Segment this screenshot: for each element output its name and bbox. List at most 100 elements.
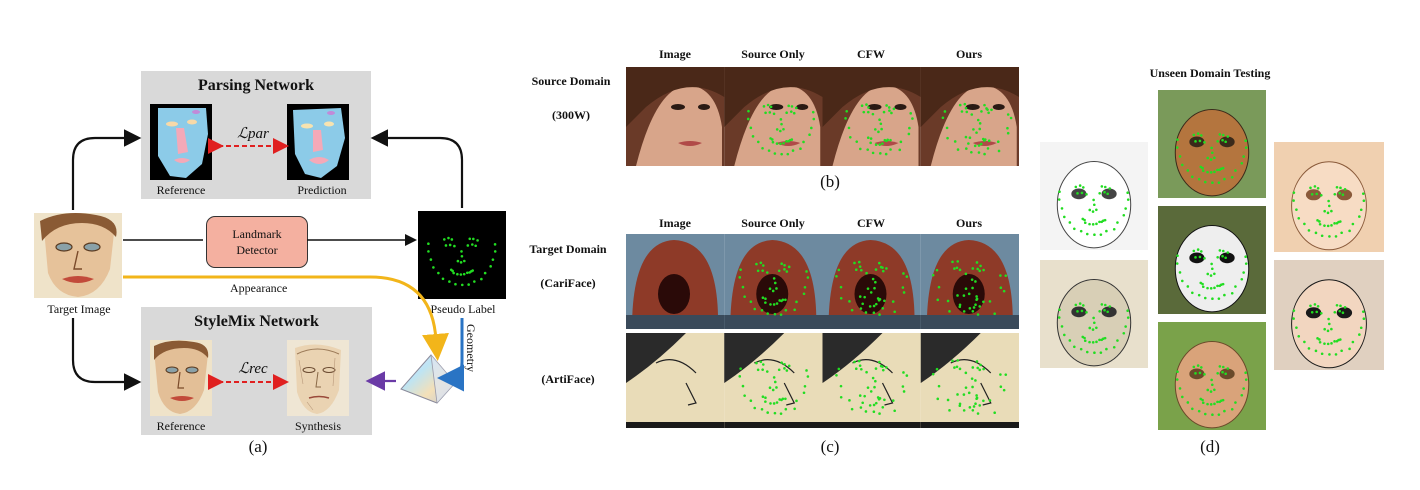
b-tile-hair: [724, 67, 823, 127]
b-landmark-dot: [953, 140, 957, 143]
c-landmark-dot: [873, 385, 876, 389]
c-landmark-dot: [766, 312, 769, 315]
d-landmark-dot: [1221, 365, 1225, 369]
d-landmark-dot: [1362, 199, 1366, 202]
b-landmark-dot: [877, 130, 880, 134]
d-landmark-dot: [1211, 267, 1214, 271]
d-landmark-dot: [1206, 402, 1209, 406]
c-landmark-dot: [806, 375, 810, 378]
c-landmark-dot: [971, 309, 975, 313]
c-landmark-dot: [777, 368, 781, 372]
d-landmark-dot: [1221, 133, 1225, 137]
c-landmark-dot: [861, 302, 864, 306]
b-landmark-dot: [970, 150, 973, 154]
d-landmark-dot: [1323, 342, 1326, 345]
panel-d-caption: (d): [1200, 437, 1220, 456]
b-landmark-dot: [867, 106, 870, 109]
b-landmark-dot: [976, 118, 980, 122]
d-landmark-dot: [1074, 185, 1078, 189]
d-landmark-dot: [1213, 170, 1216, 174]
c-landmark-dot: [883, 398, 886, 402]
d-landmark-dot: [1209, 390, 1213, 393]
d-landmark-dot: [1206, 272, 1210, 276]
c-landmark-dot: [866, 287, 870, 290]
d-landmark-dot: [1124, 325, 1127, 328]
d-landmark-dot: [1210, 146, 1213, 150]
c-landmark-dot: [768, 287, 772, 291]
c-landmark-dot: [935, 367, 939, 371]
c-landmark-dot: [854, 367, 858, 371]
c-landmark-dot: [974, 379, 977, 382]
b-landmark-dot: [946, 136, 949, 140]
c-landmark-dot: [1002, 289, 1006, 293]
b-landmark-dot: [963, 102, 967, 106]
d-landmark-dot: [1083, 221, 1087, 225]
c-landmark-dot: [780, 262, 783, 266]
c-landmark-dot: [802, 292, 806, 296]
b-landmark-dot: [810, 126, 813, 130]
d-landmark-dot: [1323, 327, 1326, 331]
b-tile-eye: [867, 104, 882, 110]
c-landmark-dot: [783, 367, 786, 370]
d-landmark-dot: [1198, 139, 1202, 143]
b-landmark-dot: [785, 111, 788, 115]
c-landmark-dot: [979, 264, 982, 268]
c-landmark-dot: [761, 363, 765, 366]
b-landmark-dot: [980, 110, 983, 113]
b-landmark-dot: [764, 111, 767, 115]
d-landmark-dot: [1320, 234, 1324, 238]
d-landmark-dot: [1085, 350, 1089, 354]
d-landmark-dot: [1221, 254, 1224, 258]
b-landmark-dot: [960, 110, 964, 113]
c-landmark-dot: [775, 287, 778, 290]
b-landmark-dot: [972, 128, 975, 131]
d-landmark-dot: [1210, 262, 1213, 266]
d-landmark-dot: [1095, 340, 1098, 344]
d-landmark-dot: [1309, 304, 1312, 308]
d-landmark-dot: [1292, 309, 1296, 312]
c-landmark-dot: [935, 268, 939, 272]
c-landmark-dot: [861, 401, 864, 405]
c-landmark-dot: [999, 286, 1003, 290]
c-landmark-dot: [878, 397, 882, 400]
d-landmark-dot: [1206, 286, 1209, 290]
d-landmark-dot: [1126, 191, 1129, 195]
d-landmark-dot: [1201, 398, 1204, 402]
c-landmark-dot: [853, 360, 856, 364]
b-landmark-dot: [884, 152, 888, 156]
d-landmark-dot: [1218, 365, 1222, 368]
d-landmark-dot: [1315, 310, 1319, 314]
d-landmark-dot: [1112, 227, 1116, 231]
d-landmark-dot: [1060, 207, 1064, 210]
b-landmark-dot: [977, 151, 981, 154]
c-landmark-dot: [982, 300, 985, 304]
c-landmark-dot: [771, 388, 775, 392]
d-landmark-dot: [1328, 353, 1331, 356]
c-landmark-dot: [1002, 388, 1006, 392]
c-landmark-dot: [982, 367, 985, 371]
pseudo-landmark-dot: [456, 259, 460, 263]
d-landmark-dot: [1216, 284, 1219, 288]
c-landmark-dot: [760, 309, 764, 312]
b-landmark-dot: [865, 103, 868, 106]
d-landmark-dot: [1339, 186, 1342, 190]
d-landmark-dot: [1303, 222, 1306, 226]
c-landmark-dot: [936, 397, 940, 401]
pseudo-landmark-dot: [453, 244, 456, 248]
c-landmark-dot: [771, 289, 775, 293]
b-tile-eye: [894, 104, 907, 110]
b-landmark-dot: [1009, 116, 1013, 120]
d-landmark-dot: [1226, 251, 1230, 254]
b-landmark-dot: [889, 138, 892, 142]
b-landmark-dot: [970, 113, 974, 116]
c-landmark-dot: [783, 264, 786, 267]
d-landmark-dot: [1057, 198, 1061, 201]
pseudo-landmark-dot: [427, 250, 430, 253]
d-landmark-dot: [1112, 345, 1116, 349]
b-landmark-dot: [908, 126, 911, 130]
c-landmark-dot: [795, 399, 798, 403]
d-landmark-dot: [1230, 175, 1234, 179]
d-landmark-dot: [1217, 413, 1221, 416]
panel-b-caption: (b): [820, 172, 840, 191]
d-landmark-dot: [1201, 401, 1205, 405]
